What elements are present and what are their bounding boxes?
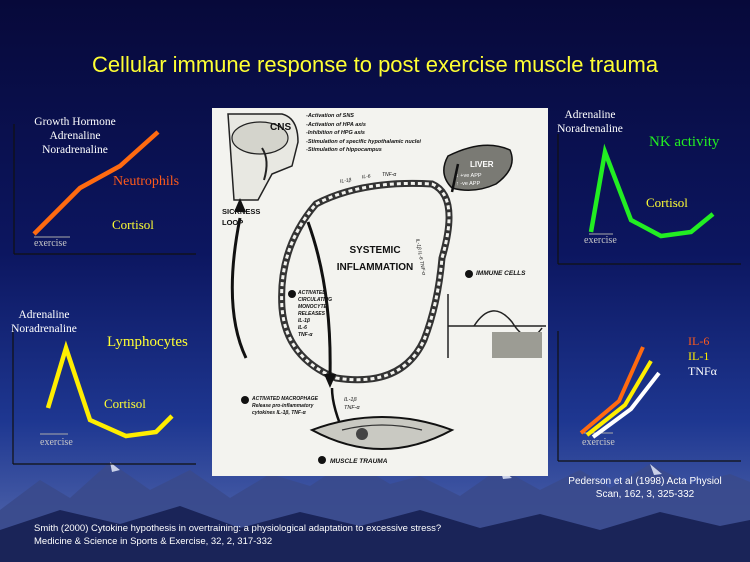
reference-line: Smith (2000) Cytokine hypothesis in over…: [34, 523, 442, 534]
vessel-cytokine-label: TNF-α: [382, 172, 397, 178]
label-line: Release pro-inflammatory: [252, 403, 314, 409]
systemic-inflammation-label: SYSTEMIC INFLAMMATION: [320, 242, 430, 276]
immune-shaded-region: [492, 332, 542, 358]
tnfa-curve: [591, 371, 661, 439]
label-line: SYSTEMIC: [349, 245, 401, 256]
label-line: LOOP: [222, 218, 244, 227]
vessel-loop-outer: [278, 179, 453, 384]
nk-hormone-labels: Adrenaline Noradrenaline: [542, 108, 638, 136]
hormone-label: Adrenaline: [18, 309, 70, 321]
hormone-label: Growth Hormone: [34, 116, 116, 128]
label-line: MONOCYTE: [298, 304, 327, 310]
brainstem: [261, 147, 268, 181]
il1-curve: [585, 359, 653, 437]
muscle-icon: [309, 416, 455, 450]
label-line: TNF-α: [344, 405, 360, 411]
vessel-cytokine-label: IL-6: [361, 173, 371, 181]
immune-cell-dot: [465, 270, 473, 278]
label-line: ACTIVATED MACROPHAGE: [252, 396, 318, 402]
reference-line: Scan, 162, 3, 325-332: [595, 489, 695, 500]
effect-item: ↑ -ve APP: [456, 181, 481, 187]
liver-effects: ↓ +ve APP ↑ -ve APP: [456, 172, 482, 188]
tnfa-label: TNFα: [688, 364, 717, 378]
label-line: TNF-α: [298, 332, 313, 338]
trauma-dot: [318, 456, 326, 464]
cortisol-label: Cortisol: [104, 396, 146, 411]
page-title: Cellular immune response to post exercis…: [91, 52, 659, 77]
exercise-label: exercise: [40, 437, 73, 448]
systemic-inflammation-diagram: CNS -Activation of SNS -Activation of HP…: [212, 108, 548, 476]
label-line: IL-1β: [298, 318, 310, 324]
cns-label: CNS: [270, 122, 292, 133]
arrowhead: [234, 198, 246, 212]
activated-monocyte-label: ACTIVATED CIRCULATING MONOCYTE RELEASES …: [298, 290, 332, 339]
effect-item: ↓ +ve APP: [456, 173, 482, 179]
lymphocytes-label: Lymphocytes: [107, 334, 188, 350]
diagram-drawing: [227, 113, 546, 464]
effect-item: -Stimulation of specific hypothalamic nu…: [306, 138, 421, 145]
cns-effects-list: -Activation of SNS -Activation of HPA ax…: [306, 112, 421, 155]
hormone-label: Noradrenaline: [11, 323, 77, 335]
lymphocyte-curve: [45, 340, 174, 439]
mountain-silhouette: [0, 460, 750, 562]
sickness-loop-label: SICKNESS LOOP: [222, 206, 260, 228]
reference-line: Pederson et al (1998) Acta Physiol: [568, 476, 722, 487]
exercise-label: exercise: [34, 238, 67, 249]
immune-cells-label: IMMUNE CELLS: [476, 270, 526, 277]
nk-activity-graph: [557, 134, 741, 265]
exercise-label: exercise: [582, 437, 615, 448]
neutrophils-label: Neutrophils: [113, 174, 180, 189]
lymphocyte-graph: [12, 328, 196, 465]
neutrophil-graph: [13, 124, 196, 255]
liver-icon: [443, 144, 513, 191]
injury-site-cytokines: IL-1β TNF-α: [344, 396, 360, 412]
macrophage-label: ACTIVATED MACROPHAGE Release pro-inflamm…: [252, 396, 318, 417]
effect-item: -Activation of HPA axis: [306, 121, 366, 128]
reference-line: Medicine & Science in Sports & Exercise,…: [34, 536, 273, 547]
trauma-site-icon: [356, 428, 368, 440]
hormone-label: Noradrenaline: [557, 123, 623, 135]
macrophage-dot: [241, 396, 249, 404]
label-line: INFLAMMATION: [336, 262, 414, 273]
cytokine-graph: [557, 331, 741, 462]
label-line: cytokines IL-1β, TNF-α: [252, 410, 306, 416]
pederson-reference: Pederson et al (1998) Acta Physiol Scan,…: [555, 475, 735, 501]
effect-item: -Inhibition of HPG axis: [306, 130, 365, 136]
sickness-loop-arrow: [230, 217, 248, 359]
neutrophil-hormone-labels: Growth Hormone Adrenaline Noradrenaline: [20, 115, 130, 157]
il1-label: IL-1: [688, 349, 710, 363]
nk-activity-curve: [588, 143, 715, 239]
hormone-label: Adrenaline: [49, 130, 101, 142]
liver-arrow: [450, 163, 460, 193]
exercise-label: exercise: [584, 235, 617, 246]
label-line: ACTIVATED: [298, 290, 326, 296]
lymphocyte-hormone-labels: Adrenaline Noradrenaline: [0, 308, 88, 336]
cytokine-legend: IL-6 IL-1 TNFα: [688, 334, 717, 379]
label-line: CIRCULATING: [298, 297, 333, 303]
il6-label: IL-6: [688, 334, 710, 348]
label-line: RELEASES: [298, 311, 325, 317]
il6-curve: [579, 346, 645, 435]
neutrophil-curve: [32, 130, 160, 236]
label-line: IL-6: [298, 325, 307, 331]
label-line: IL-1β: [344, 397, 357, 403]
nk-activity-label: NK activity: [649, 134, 720, 150]
smith-reference: Smith (2000) Cytokine hypothesis in over…: [34, 522, 554, 548]
cortisol-label: Cortisol: [646, 195, 688, 210]
muscle-fiber: [341, 424, 423, 431]
liver-label: LIVER: [470, 160, 494, 169]
cytokine-arrow: [306, 221, 332, 377]
muscle-trauma-label: MUSCLE TRAUMA: [330, 458, 388, 465]
arrowhead: [324, 374, 336, 388]
label-line: SICKNESS: [222, 207, 261, 216]
brain-icon: [231, 121, 289, 155]
cortisol-label: Cortisol: [112, 217, 154, 232]
monocyte-dot: [288, 290, 296, 298]
effect-item: -Stimulation of hippocampus: [306, 147, 382, 153]
hormone-label: Adrenaline: [564, 109, 616, 121]
hormone-label: Noradrenaline: [42, 144, 108, 156]
effect-item: -Activation of SNS: [306, 113, 354, 119]
